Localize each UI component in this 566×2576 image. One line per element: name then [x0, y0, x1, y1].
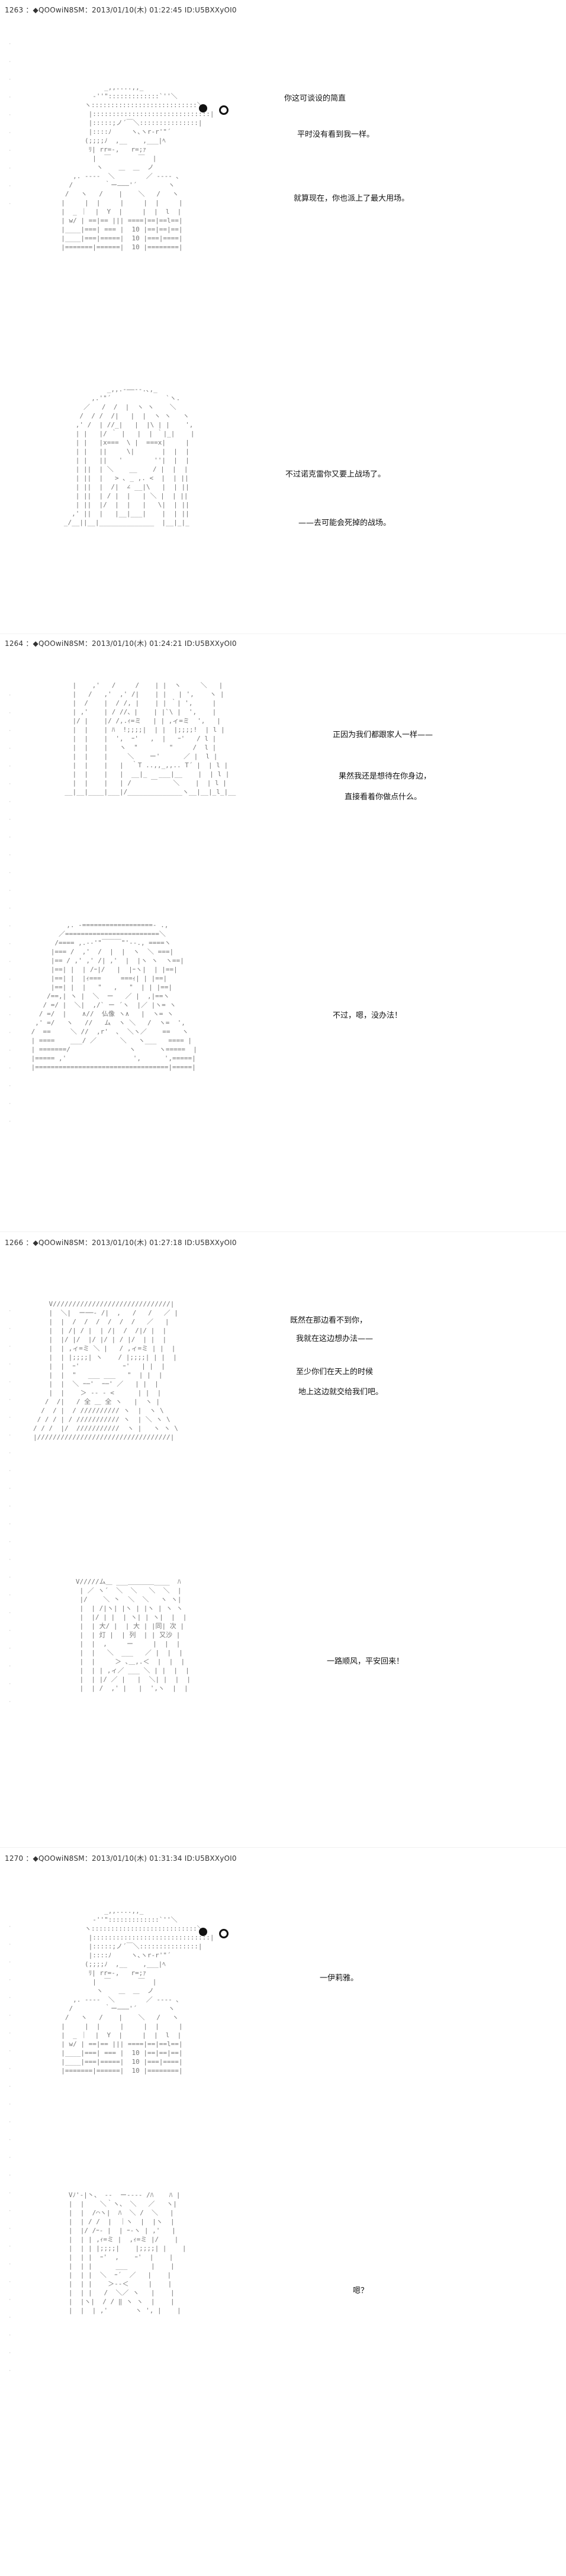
dialogue-line: 正因为我们都跟家人一样——: [333, 731, 433, 739]
eye-icon: [219, 105, 229, 115]
eye-icon: [219, 1929, 229, 1938]
dialogue-line: 一路顺风，平安回来！: [327, 1657, 404, 1666]
ascii-art-character: V//////////////////////////////| | ＼| ー─…: [33, 1300, 178, 1441]
ascii-art-yukkuri: _,,....,,_ -''":::::::::::::`''＼ ヽ::::::…: [61, 1907, 214, 2075]
post-header: 1264 ：◆QOOwiN8SM：2013/01/10(木) 01:24:21 …: [5, 639, 237, 648]
dialogue-line: 嗯？: [353, 2286, 369, 2295]
dialogue-line: 至少你们在天上的时候: [296, 1368, 374, 1377]
dialogue-line: 地上这边就交给我们吧。: [298, 1388, 384, 1397]
eye-icon: [199, 104, 207, 112]
post-divider: [0, 1231, 566, 1232]
ascii-art-character: Vﾉ'-|丶、 ‐- ー---- /ﾊ ﾊ | | | ＼｀ヽ、 ＼ ／ ヽ| …: [68, 2191, 186, 2314]
dialogue-line: 我就在这边想办法——: [296, 1334, 374, 1343]
dialogue-line: 不过，嗯，没办法！: [333, 1011, 403, 1020]
margin-dots: · · · · · · · · · · · · · · · · · · · · …: [8, 1924, 12, 2374]
post-header: 1266 ：◆QOOwiN8SM：2013/01/10(木) 01:27:18 …: [5, 1239, 237, 1247]
eye-icon: [199, 1928, 207, 1936]
dialogue-line: 不过诺克雷你又要上战场了。: [285, 470, 386, 479]
dialogue-line: 既然在那边看不到你，: [290, 1316, 368, 1325]
margin-dots: · · · · · · · · · · · · · · · · · · · · …: [8, 693, 12, 1125]
ascii-art-character: V/////ム＿ ___＿＿＿＿____ ﾊ | ／ ヽ´ ＼ ＼ ＼ ＼ | …: [75, 1578, 191, 1692]
margin-dots: · · · · · · · · · ·: [8, 41, 12, 207]
ascii-art-character: ,. -==================- ., ／============…: [31, 921, 197, 1071]
dialogue-line: 就算现在，你也派上了最大用场。: [294, 194, 410, 203]
post-divider: [0, 1847, 566, 1848]
post-header: 1263 ：◆QOOwiN8SM：2013/01/10(木) 01:22:45 …: [5, 6, 237, 14]
dialogue-line: 平时没有看到我一样。: [297, 130, 375, 139]
dialogue-line: 你这可谈设的简直: [284, 94, 346, 103]
ascii-art-yukkuri: _,,....,,_ -''":::::::::::::`''＼ ヽ::::::…: [61, 83, 214, 251]
post-header: 1270 ：◆QOOwiN8SM：2013/01/10(木) 01:31:34 …: [5, 1854, 237, 1863]
margin-dots: · · · · · · · · · · · · · · · · · · · · …: [8, 1308, 12, 1705]
dialogue-line: 一伊莉雅。: [320, 1974, 359, 1983]
dialogue-line: 果然我还是想待在你身边，: [339, 772, 432, 781]
dialogue-line: 直接看着你做点什么。: [345, 793, 422, 802]
ascii-art-character: | ,' / / | | ヽ ＼ | | / ,' ,' /| | | | ',…: [65, 681, 236, 796]
dialogue-line: ——去可能会死掉的战场。: [298, 519, 391, 528]
post-divider: [0, 633, 566, 634]
ascii-art-character: _,,.-――‐-.､,_ ,.'"´ `ヽ. ／ / / | ヽ ヽ ＼ / …: [63, 385, 195, 526]
